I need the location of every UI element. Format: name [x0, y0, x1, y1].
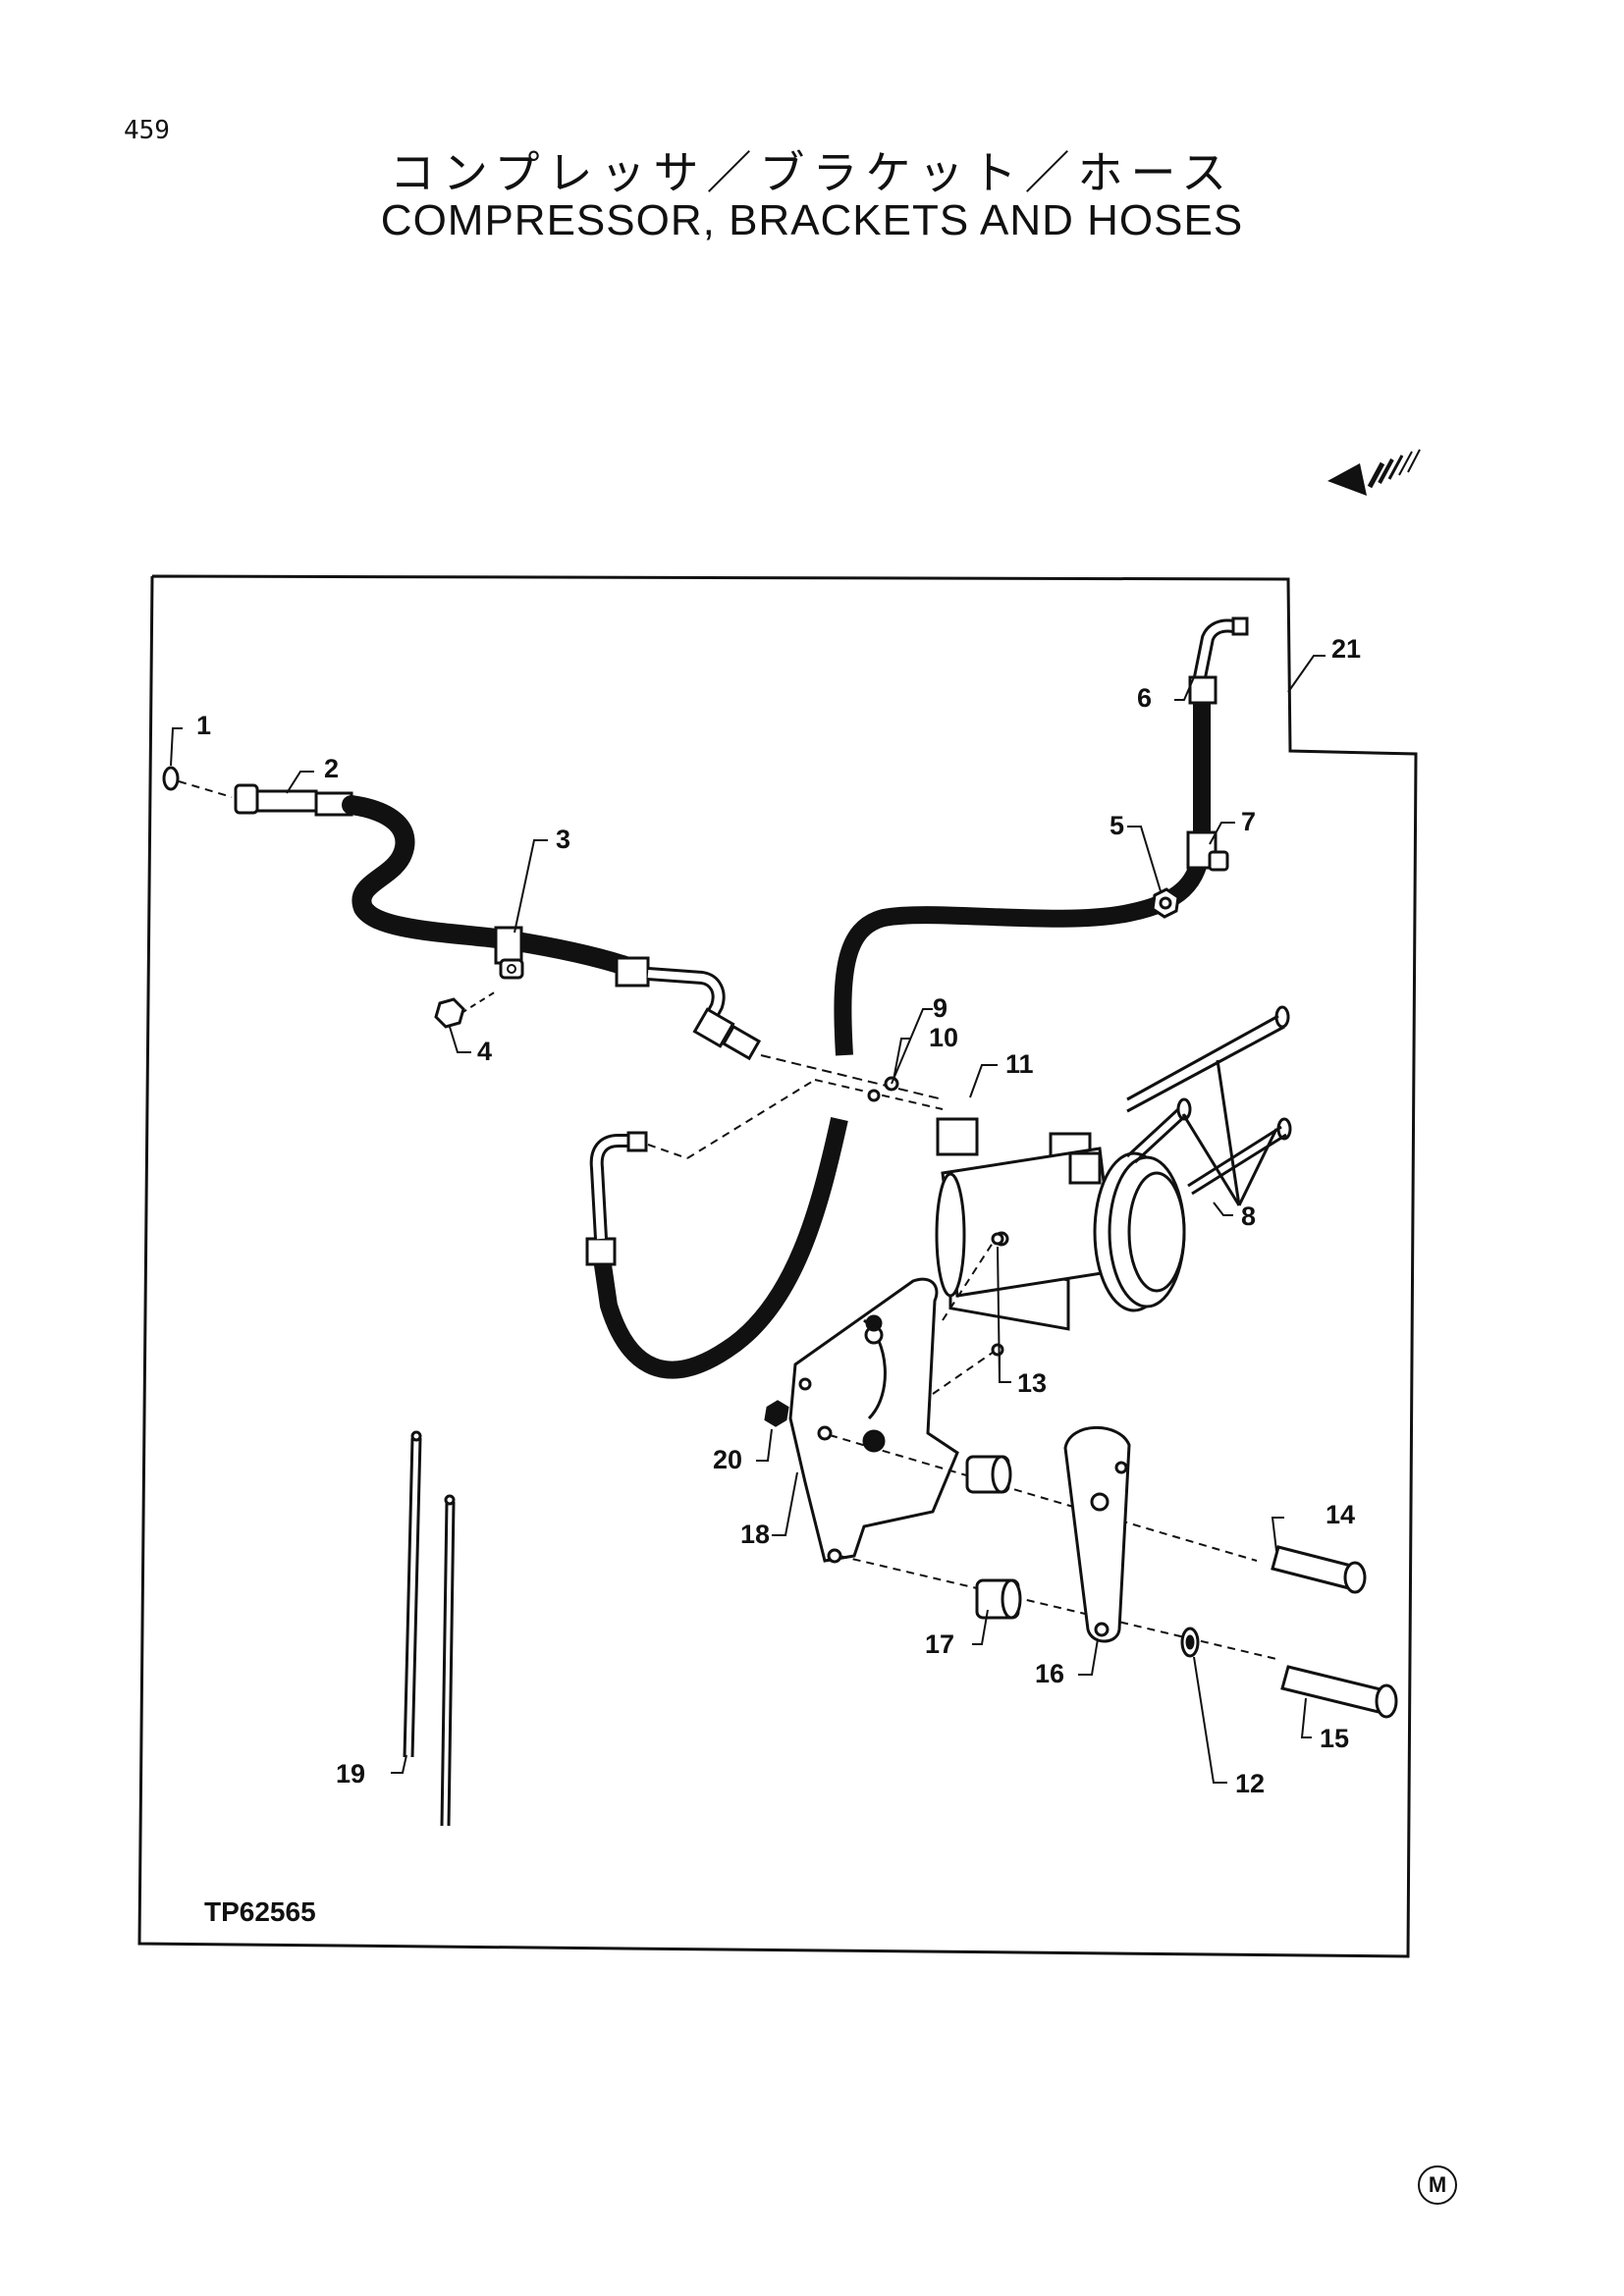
cable-ties-19: [403, 1430, 456, 1827]
callout-9: 9: [933, 993, 947, 1023]
callout-16: 16: [1035, 1659, 1064, 1688]
callout-6: 6: [1137, 683, 1152, 713]
bolt-4: [434, 990, 497, 1029]
page-title-english: COMPRESSOR, BRACKETS AND HOSES: [380, 196, 1244, 244]
spacer-17: [965, 1455, 1022, 1620]
washer-12: [1180, 1627, 1200, 1658]
callout-8: 8: [1241, 1201, 1256, 1231]
callout-7: 7: [1241, 807, 1256, 836]
callout-labels: 1 2 3 4 5 6 7 8 9 10 11 12 13 14 15 16 1…: [196, 634, 1361, 1798]
frame-boundary: [137, 574, 1418, 1958]
leader-lines: [170, 655, 1326, 1784]
callout-15: 15: [1320, 1724, 1349, 1753]
callout-17: 17: [925, 1629, 954, 1659]
callout-4: 4: [477, 1037, 492, 1066]
page-title-japanese: コンプレッサ／ブラケット／ホース: [389, 146, 1235, 199]
callout-14: 14: [1326, 1500, 1355, 1529]
callout-3: 3: [556, 825, 570, 854]
callout-20: 20: [713, 1445, 742, 1474]
corner-mark-icon: M: [1418, 2165, 1457, 2205]
hose-assembly-6: [585, 616, 1249, 1379]
callout-19: 19: [336, 1759, 365, 1789]
callout-18: 18: [740, 1520, 770, 1549]
callout-1: 1: [196, 711, 211, 740]
callout-2: 2: [324, 754, 339, 783]
bolts-14-15: [1271, 1545, 1398, 1719]
callout-11: 11: [1005, 1049, 1034, 1079]
hose-assembly-2: [162, 766, 944, 1100]
figure-code: TP62565: [204, 1896, 316, 1927]
callout-21: 21: [1331, 634, 1361, 664]
callout-10: 10: [929, 1023, 958, 1052]
callout-12: 12: [1235, 1769, 1265, 1798]
nut-5: [1151, 887, 1180, 919]
o-rings-9-10: [867, 1076, 899, 1102]
callout-13: 13: [1017, 1368, 1047, 1398]
bolts-8: [1125, 1005, 1292, 1206]
tension-arm-16: [1063, 1425, 1131, 1643]
compressor-11: [935, 1117, 1186, 1331]
page-number: 459: [124, 116, 170, 145]
mounting-bracket-18: [788, 1236, 1277, 1660]
front-direction-arrow-icon: [1327, 449, 1421, 496]
callout-5: 5: [1110, 811, 1124, 840]
